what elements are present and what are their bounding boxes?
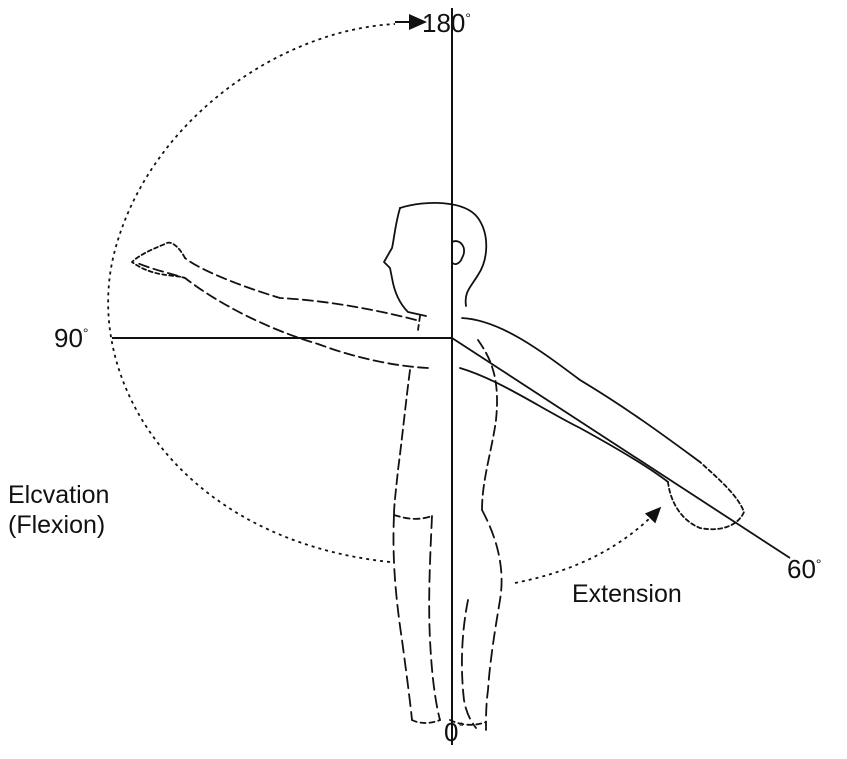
leg-back (482, 510, 502, 730)
raised-arm-lower (135, 262, 428, 368)
leg-middle (429, 516, 440, 720)
extended-hand (668, 462, 744, 529)
elevation-label-line1: Elcvation (8, 480, 109, 510)
elevation-label-line2: (Flexion) (8, 510, 109, 540)
face-outline (384, 208, 426, 316)
label-90-value: 90 (54, 323, 83, 353)
elevation-arc (108, 24, 395, 562)
extended-arm-upper (462, 318, 700, 462)
neck (418, 316, 420, 330)
elevation-flexion-label: Elcvation (Flexion) (8, 480, 109, 540)
raised-arm-upper (185, 258, 416, 320)
degree-symbol: ° (465, 10, 471, 26)
degree-symbol: ° (83, 325, 89, 341)
label-0-value: 0 (444, 717, 458, 747)
extension-60-line (452, 338, 790, 558)
leg-front (393, 515, 412, 720)
head-outline (400, 203, 486, 306)
ear (452, 241, 464, 264)
extended-arm-lower (460, 368, 668, 482)
degree-symbol: ° (458, 719, 464, 735)
human-figure (132, 203, 744, 730)
label-60-value: 60 (787, 554, 816, 584)
label-180-value: 180 (422, 8, 465, 38)
extension-arc (515, 508, 660, 583)
torso-front (394, 370, 410, 515)
extension-label: Extension (572, 582, 682, 607)
label-180-degrees: 180° (422, 10, 471, 36)
label-90-degrees: 90° (54, 325, 89, 351)
degree-symbol: ° (816, 556, 822, 572)
hip-line (394, 515, 432, 519)
label-0-degrees: 0° (444, 719, 464, 745)
leg-back-inner (462, 600, 476, 728)
raised-hand (132, 243, 185, 278)
label-60-degrees: 60° (787, 556, 822, 582)
